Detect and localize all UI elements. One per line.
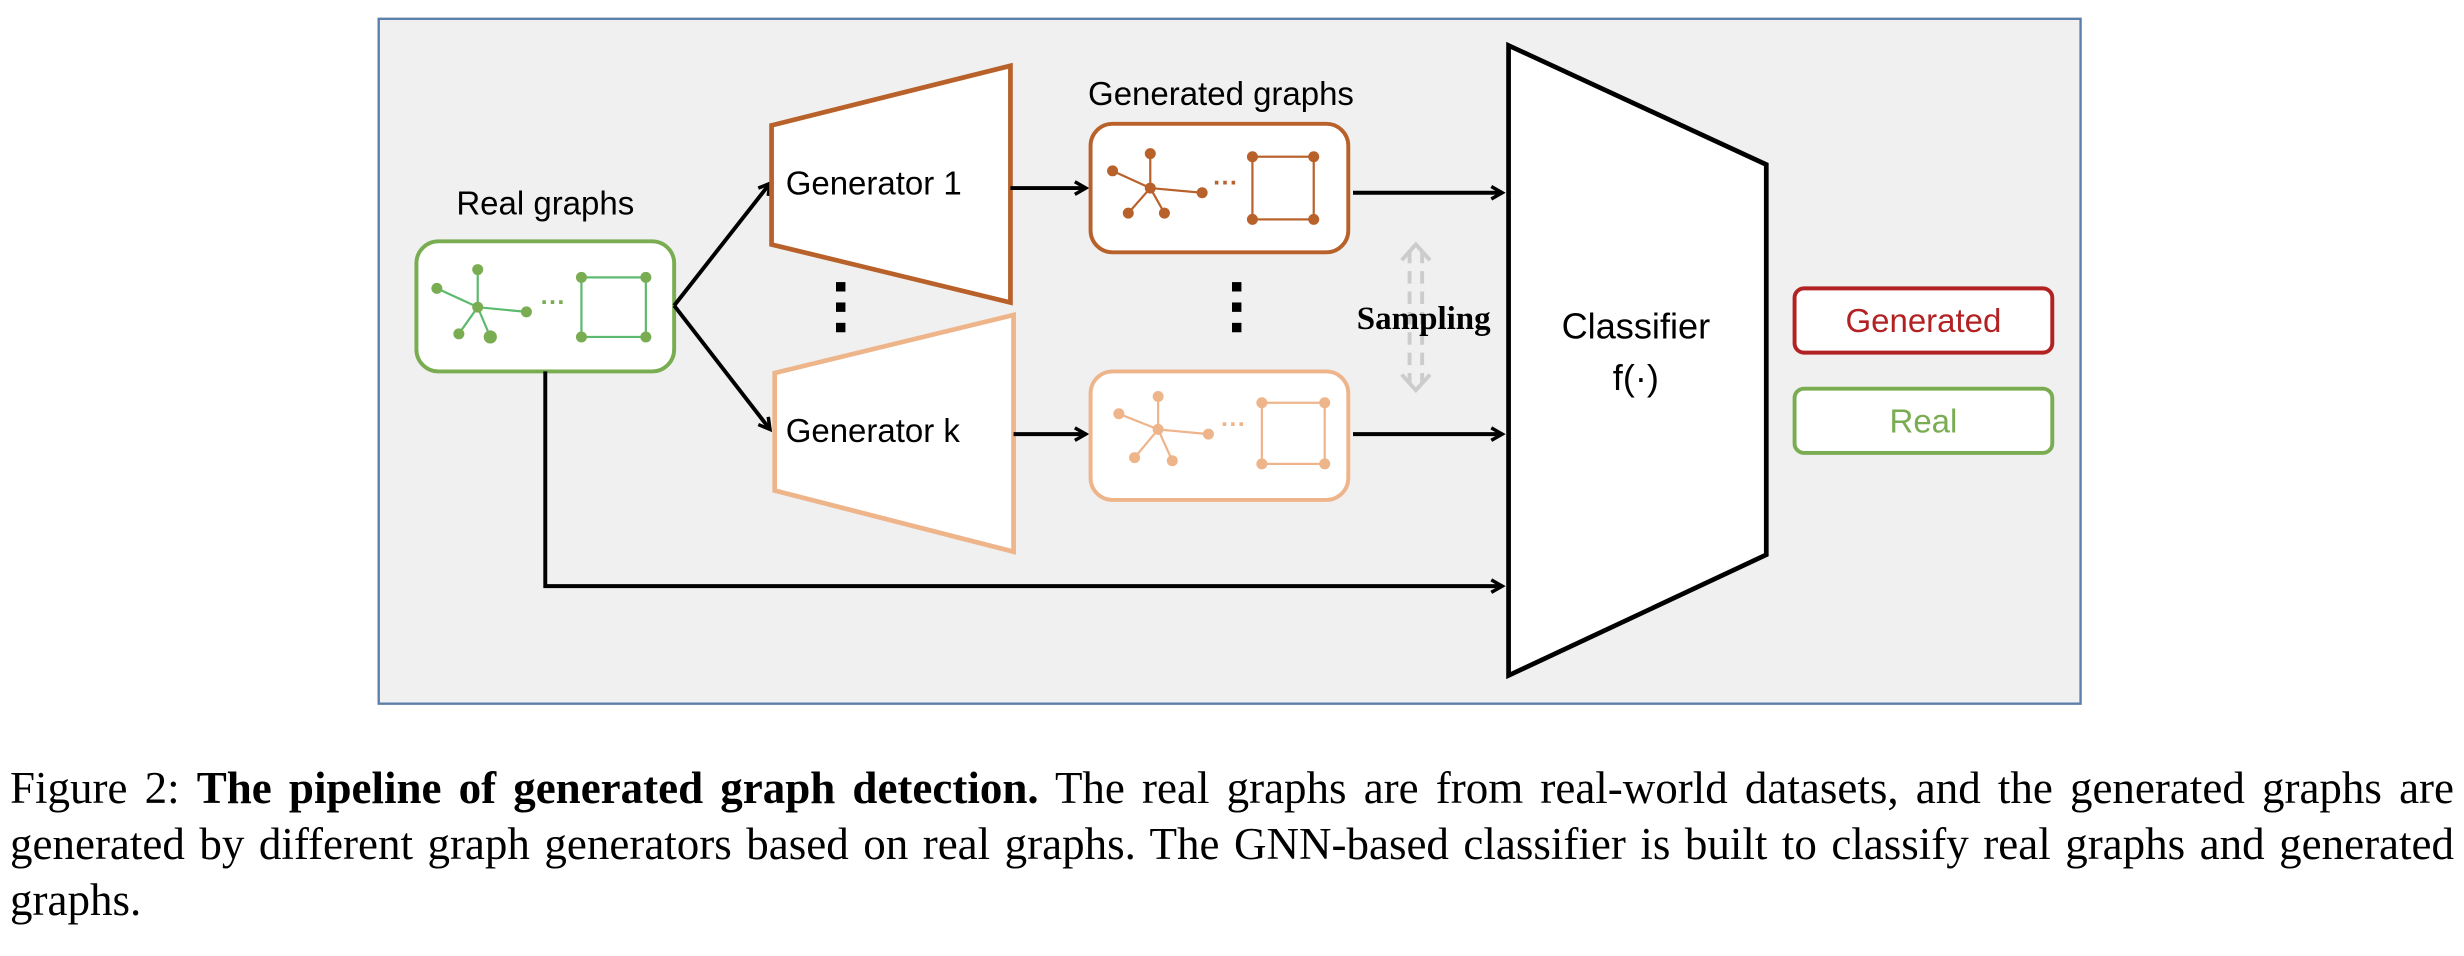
caption-prefix: Figure 2: [10, 763, 197, 813]
generator-k: Generator k [772, 312, 1016, 555]
arrow-real-to-classifier [543, 371, 1502, 586]
sampling-label: Sampling [1357, 301, 1491, 337]
output-real: Real [1792, 386, 2055, 455]
generator-k-label: Generator k [786, 412, 961, 449]
caption-title: The pipeline of generated graph detectio… [196, 763, 1039, 813]
generators-ellipsis [836, 282, 846, 333]
real-graph-dots: ··· [541, 288, 566, 316]
caption-body: The real graphs are from real-world data… [10, 763, 2454, 925]
real-graphs-box: ··· [414, 239, 677, 374]
sampling-arrow-icon [1400, 241, 1432, 394]
genk-square-graph-icon [1256, 397, 1331, 470]
classifier-function: f(·) [1613, 357, 1659, 398]
generator-1-label: Generator 1 [786, 164, 962, 201]
arrow-real-to-gen1 [672, 183, 770, 307]
output-generated: Generated [1792, 286, 2055, 355]
generated-graphs-box-1: ··· [1088, 121, 1351, 255]
generated-graphs-label: Generated graphs [1088, 75, 1354, 112]
output-real-label: Real [1890, 403, 1958, 440]
gen1-star-graph-icon [1107, 148, 1208, 219]
output-generated-label: Generated [1845, 302, 2001, 339]
classifier: Classifier f(·) [1506, 41, 1769, 680]
genk-star-graph-icon [1113, 391, 1214, 467]
genk-graph-dots: ··· [1221, 411, 1246, 439]
generated-graphs-box-k: ··· [1088, 369, 1351, 502]
classifier-label: Classifier [1562, 306, 1711, 347]
real-square-graph-icon [575, 271, 652, 343]
gen1-square-graph-icon [1246, 151, 1320, 225]
figure-caption: Figure 2: The pipeline of generated grap… [10, 760, 2454, 928]
generator-1: Generator 1 [769, 62, 1013, 306]
real-graphs-label: Real graphs [456, 185, 634, 222]
real-star-graph-icon [431, 264, 532, 344]
arrow-real-to-genk [672, 304, 770, 430]
gen1-graph-dots: ··· [1213, 169, 1238, 197]
generated-graphs-ellipsis [1232, 282, 1242, 333]
